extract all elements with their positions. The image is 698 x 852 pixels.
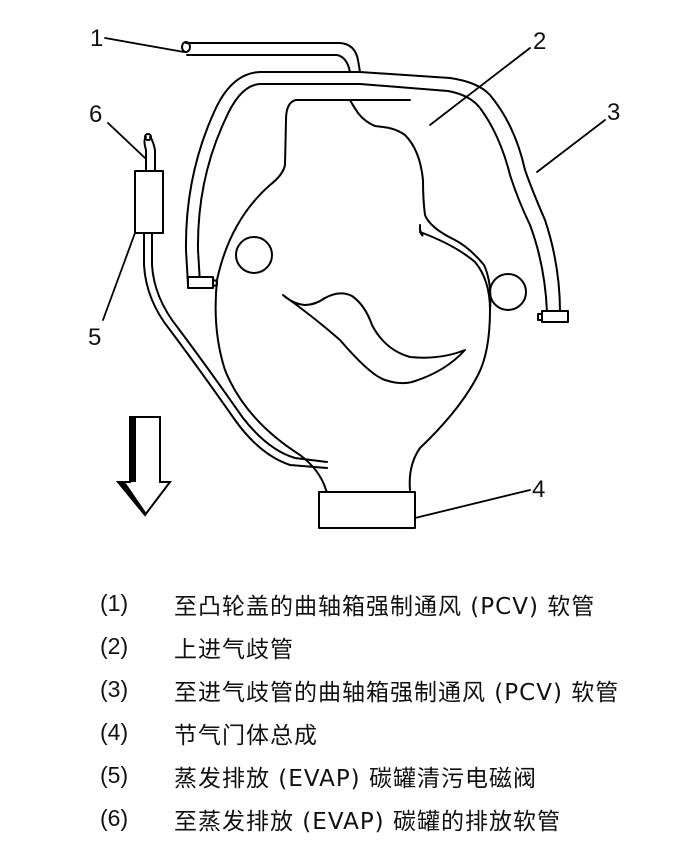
callout-1: 1: [90, 25, 104, 52]
legend-number: (6): [100, 805, 129, 831]
upper-intake-manifold: [214, 99, 527, 493]
legend-item: (1) 至凸轮盖的曲轴箱强制通风 (PCV) 软管: [100, 582, 680, 625]
callout-5: 5: [88, 324, 102, 351]
legend-item: (2) 上进气歧管: [100, 625, 680, 668]
evap-purge-solenoid: [134, 133, 328, 469]
engine-diagram: 1 2 3 4 5 6: [88, 25, 621, 529]
legend-item: (3) 至进气歧管的曲轴箱强制通风 (PCV) 软管: [100, 668, 680, 711]
callout-3: 3: [607, 99, 621, 126]
legend-item: (5) 蒸发排放 (EVAP) 碳罐清污电磁阀: [100, 754, 680, 797]
callout-2: 2: [533, 28, 547, 55]
legend-text: 上进气歧管: [174, 636, 294, 663]
legend-text: 节气门体总成: [174, 722, 318, 749]
leader-lines: [102, 37, 606, 519]
legend-number: (2): [100, 633, 129, 659]
legend-text: 至进气歧管的曲轴箱强制通风 (PCV) 软管: [174, 679, 620, 706]
legend-text: 至蒸发排放 (EVAP) 碳罐的排放软管: [174, 808, 561, 835]
parts-legend: (1) 至凸轮盖的曲轴箱强制通风 (PCV) 软管 (2) 上进气歧管 (3) …: [100, 582, 680, 840]
throttle-body: [318, 491, 416, 529]
pcv-hose-intake: [184, 71, 569, 323]
legend-number: (4): [100, 719, 129, 745]
direction-arrow-icon: [115, 416, 173, 517]
legend-item: (6) 至蒸发排放 (EVAP) 碳罐的排放软管: [100, 797, 680, 840]
callout-4: 4: [532, 476, 546, 503]
callout-6: 6: [89, 101, 103, 128]
legend-item: (4) 节气门体总成: [100, 711, 680, 754]
legend-number: (5): [100, 762, 129, 788]
legend-text: 至凸轮盖的曲轴箱强制通风 (PCV) 软管: [174, 593, 596, 620]
diagram-drawing: [102, 37, 606, 529]
pcv-hose-cam-cover: [181, 41, 361, 73]
legend-number: (1): [100, 590, 129, 616]
legend-number: (3): [100, 676, 129, 702]
legend-text: 蒸发排放 (EVAP) 碳罐清污电磁阀: [174, 765, 537, 792]
